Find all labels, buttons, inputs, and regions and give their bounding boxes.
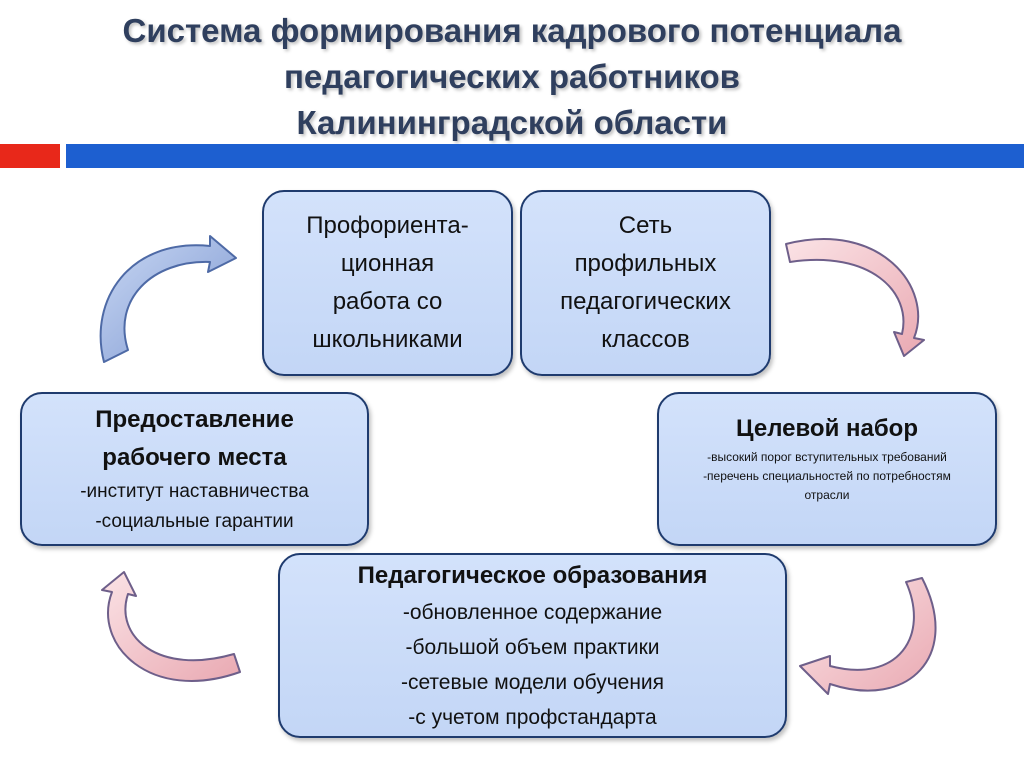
network-line-2: профильных — [574, 250, 717, 277]
title-line-3: Калининградской области — [296, 104, 728, 141]
box-workplace: Предоставление рабочего места -институт … — [20, 392, 369, 546]
target-item-1: -высокий порог вступительных требований — [707, 450, 947, 464]
arrow-top-left — [99, 235, 237, 363]
slide-title: Система формирования кадрового потенциал… — [0, 8, 1024, 146]
title-line-2: педагогических работников — [284, 58, 740, 95]
workplace-heading-2: рабочего места — [102, 444, 287, 471]
proforientation-line-4: школьниками — [312, 326, 463, 353]
proforientation-line-3: работа со — [332, 288, 443, 315]
proforientation-line-1: Профориента- — [306, 212, 469, 239]
education-item-2: -большой объем практики — [405, 635, 660, 659]
box-proforientation: Профориента- ционная работа со школьника… — [262, 190, 513, 376]
workplace-item-1: -институт наставничества — [80, 481, 309, 502]
arrow-bottom-right — [799, 577, 937, 695]
arrow-top-right — [785, 238, 925, 357]
box-network: Сеть профильных педагогических классов — [520, 190, 771, 376]
network-line-4: классов — [601, 326, 690, 353]
accent-bar-blue — [66, 144, 1024, 168]
accent-bar-red — [0, 144, 60, 168]
target-heading: Целевой набор — [736, 415, 918, 442]
target-item-2: -перечень специальностей по потребностям — [703, 469, 951, 483]
education-item-4: -с учетом профстандарта — [408, 705, 657, 729]
box-pedagogical-education: Педагогическое образования -обновленное … — [278, 553, 787, 738]
education-heading: Педагогическое образования — [357, 561, 708, 589]
education-item-1: -обновленное содержание — [402, 600, 663, 624]
network-line-3: педагогических — [560, 288, 731, 315]
network-line-1: Сеть — [618, 212, 673, 239]
workplace-heading-1: Предоставление — [95, 406, 294, 433]
workplace-item-2: -социальные гарантии — [95, 511, 294, 532]
title-line-1: Система формирования кадрового потенциал… — [122, 12, 902, 49]
proforientation-line-2: ционная — [340, 250, 435, 277]
target-item-3: отрасли — [804, 488, 850, 502]
arrow-bottom-left — [101, 571, 241, 682]
education-item-3: -сетевые модели обучения — [400, 670, 665, 694]
box-target-admission: Целевой набор -высокий порог вступительн… — [657, 392, 997, 546]
